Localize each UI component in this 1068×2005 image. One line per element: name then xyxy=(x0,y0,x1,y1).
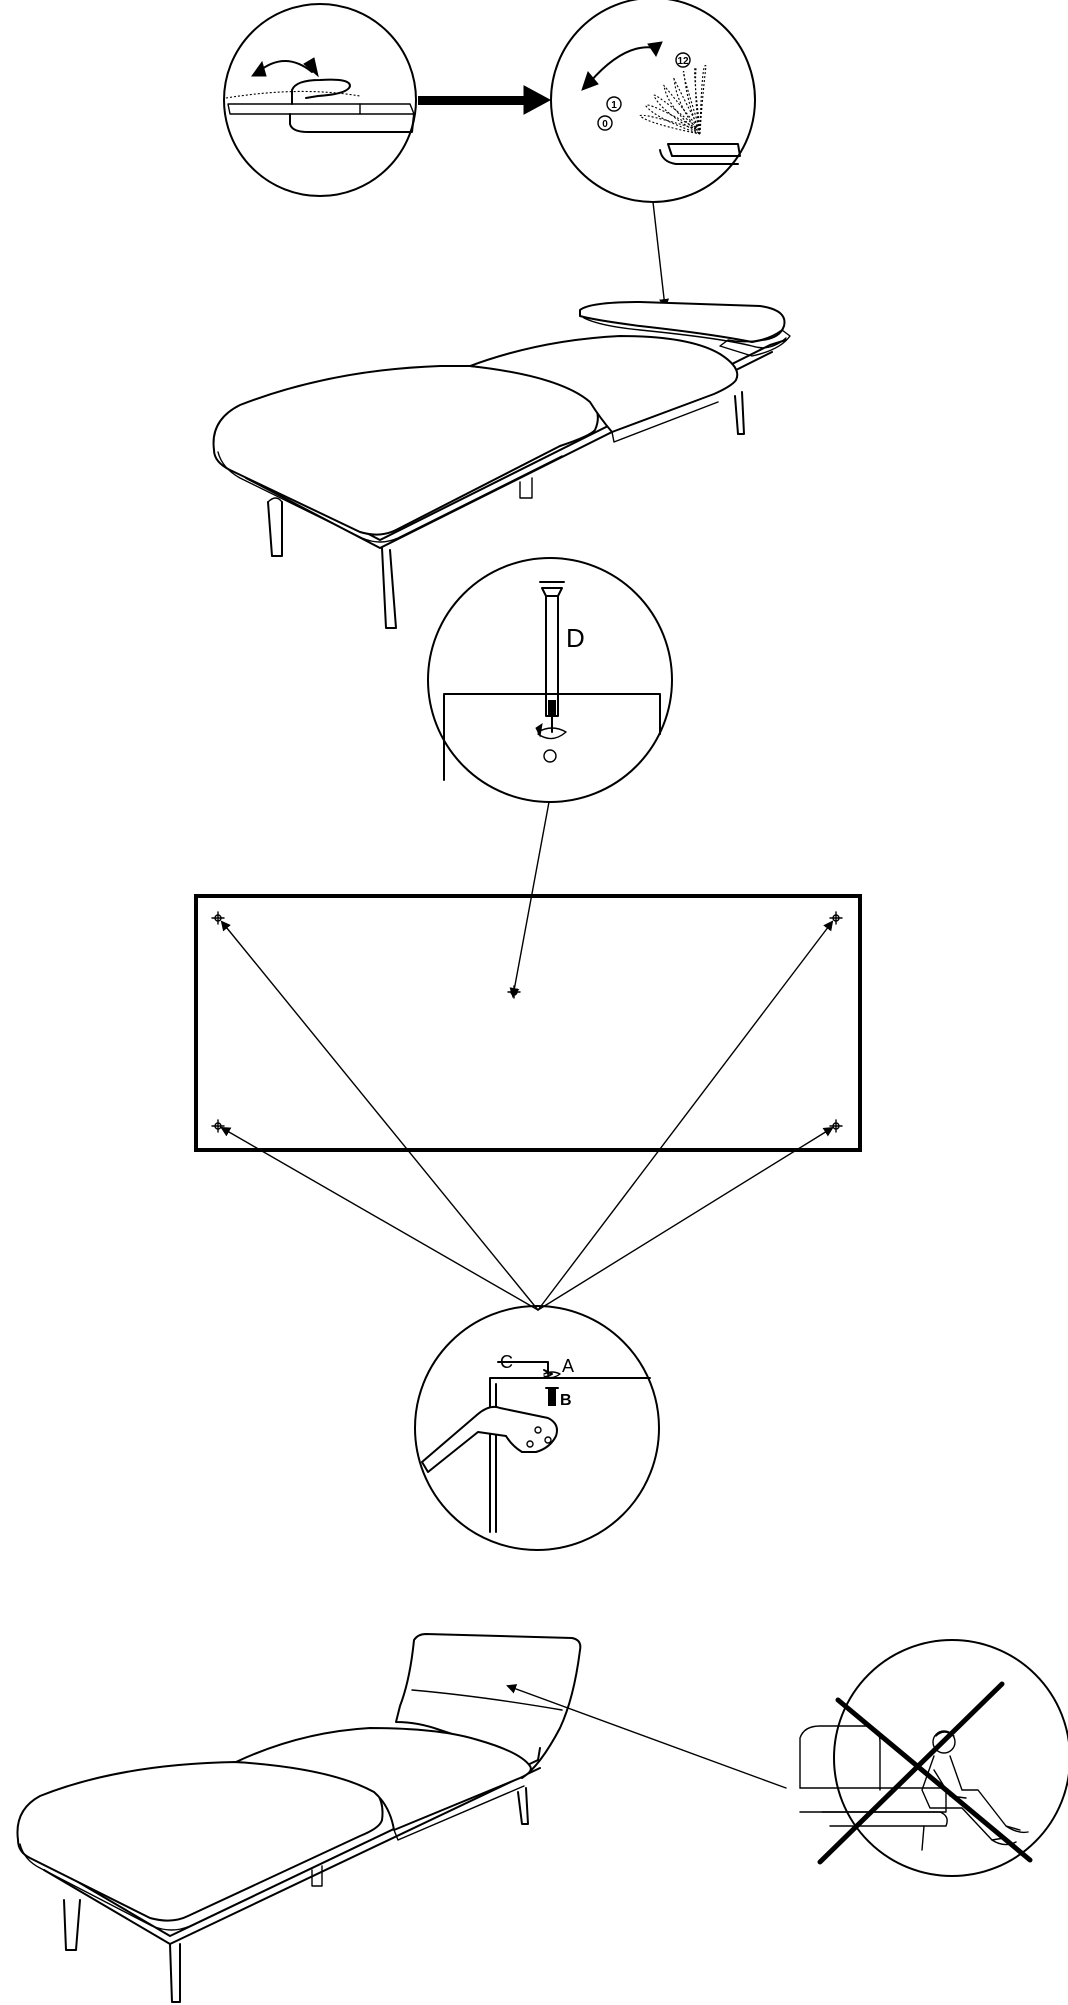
base-board-underside xyxy=(194,894,862,1152)
position-start-label: 0 xyxy=(602,119,608,130)
mounting-hole-top-right xyxy=(829,911,843,925)
headrest-position-fan xyxy=(639,65,707,135)
position-badge-first: 1 xyxy=(606,96,622,112)
position-badge-start: 0 xyxy=(597,115,613,131)
mounting-hole-bottom-left xyxy=(211,1119,225,1133)
tool-d-leader-line xyxy=(509,801,550,998)
headrest-leader-line xyxy=(652,201,670,309)
chaise-longue-raised xyxy=(16,1633,582,2003)
position-badge-last: 12 xyxy=(675,52,691,68)
mounting-hole-bottom-right xyxy=(829,1119,843,1133)
position-first-label: 1 xyxy=(611,100,617,111)
mounting-hole-center xyxy=(507,985,521,999)
prohibited-cross-icon xyxy=(817,1681,1033,1865)
part-a-label: A xyxy=(562,1356,574,1376)
headrest-adjust-detail-right: 12 1 0 xyxy=(550,0,756,203)
position-last-label: 12 xyxy=(677,56,689,67)
warning-leader-line xyxy=(506,1684,787,1789)
leg-fixing-detail: C A B xyxy=(414,1305,660,1551)
headrest-adjust-detail-left xyxy=(223,3,417,197)
part-b-label: B xyxy=(560,1392,572,1409)
sequence-arrow xyxy=(418,85,552,115)
warning-detail xyxy=(799,1639,1068,1877)
seated-person-icon xyxy=(921,1730,1029,1846)
chaise-longue-flat xyxy=(212,301,791,629)
part-c-label: C xyxy=(500,1352,513,1372)
tool-d-label: D xyxy=(566,623,585,653)
leg-leader-lines xyxy=(220,920,834,1311)
mounting-hole-top-left xyxy=(211,911,225,925)
tool-d-detail: D xyxy=(427,557,673,803)
